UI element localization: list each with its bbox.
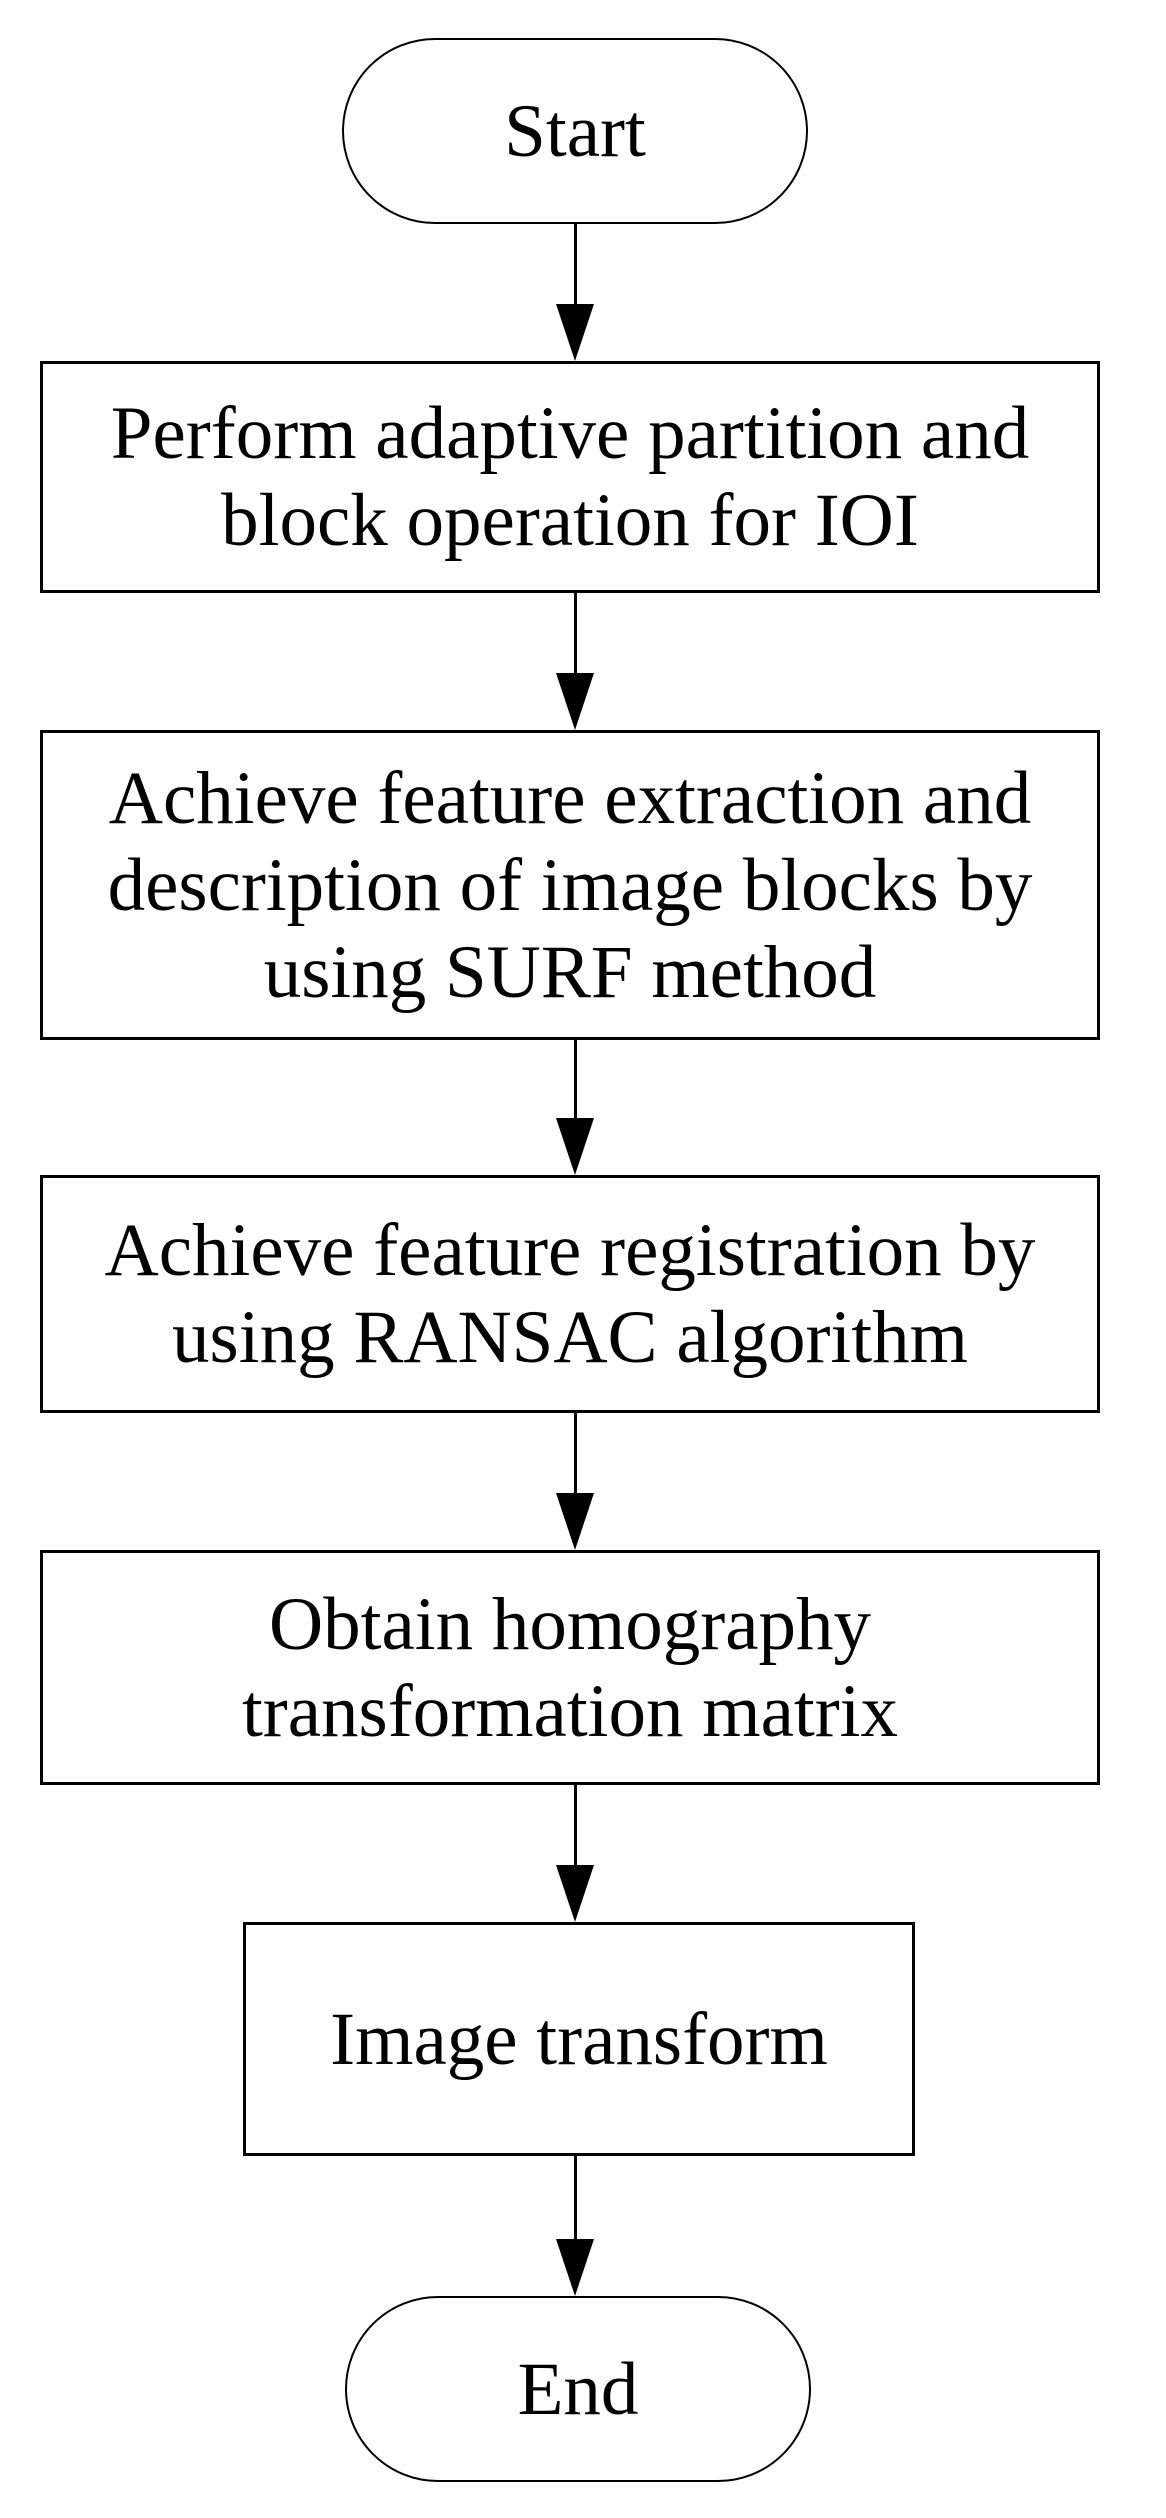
process-node-homography-matrix: Obtain homography transformation matrix	[40, 1550, 1100, 1785]
process-node-adaptive-partition: Perform adaptive partition and block ope…	[40, 361, 1100, 593]
start-label: Start	[504, 89, 646, 173]
arrowhead-down-icon	[556, 2239, 594, 2296]
process-label: Achieve feature registration by using RA…	[104, 1209, 1036, 1379]
connector-line	[573, 224, 577, 304]
arrowhead-down-icon	[556, 673, 594, 730]
connector-line	[573, 593, 577, 673]
connector-line	[573, 1785, 577, 1865]
connector-start-to-step1	[555, 224, 595, 361]
end-terminator-node: End	[345, 2296, 811, 2482]
process-node-image-transform: Image transform	[243, 1922, 915, 2156]
connector-line	[573, 1413, 577, 1493]
connector-line	[573, 1040, 577, 1118]
arrowhead-down-icon	[556, 1118, 594, 1175]
process-label: Obtain homography transformation matrix	[241, 1582, 899, 1753]
arrowhead-down-icon	[556, 1865, 594, 1922]
connector-step4-to-step5	[555, 1785, 595, 1922]
process-label: Perform adaptive partition and block ope…	[110, 392, 1030, 562]
connector-line	[573, 2156, 577, 2239]
start-terminator-node: Start	[342, 38, 808, 224]
arrowhead-down-icon	[556, 304, 594, 361]
process-label: Image transform	[330, 1997, 828, 2081]
connector-step5-to-end	[555, 2156, 595, 2296]
process-node-surf-extraction: Achieve feature extraction and descripti…	[40, 730, 1100, 1040]
end-label: End	[517, 2347, 639, 2431]
process-label: Achieve feature extraction and descripti…	[107, 756, 1033, 1014]
arrowhead-down-icon	[556, 1493, 594, 1550]
connector-step1-to-step2	[555, 593, 595, 730]
process-node-ransac-registration: Achieve feature registration by using RA…	[40, 1175, 1100, 1413]
connector-step2-to-step3	[555, 1040, 595, 1175]
connector-step3-to-step4	[555, 1413, 595, 1550]
